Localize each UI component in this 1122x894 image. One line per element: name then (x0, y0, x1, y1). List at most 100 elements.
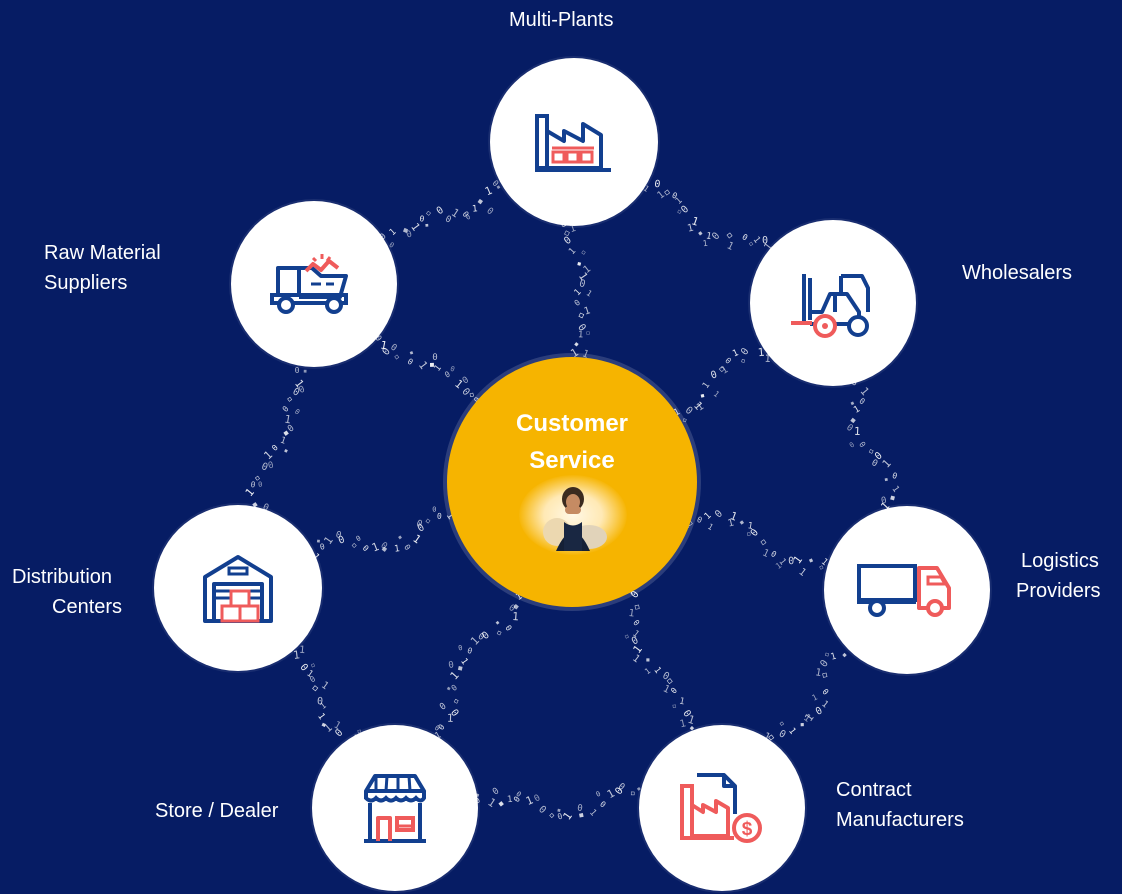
logistics-providers-node (824, 506, 990, 674)
data-glyph: 0 (654, 179, 661, 191)
data-glyph: ▫ (740, 356, 747, 366)
data-glyph: 1 (580, 348, 590, 360)
data-glyph: ▫ (630, 789, 635, 799)
data-glyph: 1 (719, 364, 730, 377)
data-glyph: 0 (630, 635, 641, 648)
data-glyph: 0 (443, 369, 452, 379)
data-glyph: 1 (727, 517, 736, 529)
data-glyph: 0 (616, 782, 626, 793)
data-glyph: 0 (749, 527, 761, 539)
label-raw-material-line2: Suppliers (44, 272, 128, 294)
data-glyph: ▫ (585, 328, 590, 337)
data-glyph: 0 (503, 623, 513, 632)
data-glyph: 1 (587, 808, 598, 819)
data-glyph: 0 (491, 178, 501, 188)
data-glyph: 0 (575, 322, 587, 333)
data-glyph: 1 (880, 457, 894, 471)
data-glyph: 0 (419, 214, 425, 223)
data-glyph: ▪ (303, 367, 307, 375)
data-glyph: 0 (281, 404, 291, 414)
data-glyph: 0 (319, 542, 325, 552)
warehouse-icon (203, 555, 273, 623)
data-glyph: ▫ (285, 394, 295, 405)
data-glyph: ▪ (474, 196, 486, 207)
data-glyph: ▫ (579, 247, 588, 257)
data-glyph: 0 (573, 298, 583, 308)
data-glyph: 0 (739, 346, 751, 357)
data-glyph: 1 (819, 699, 830, 710)
data-glyph: 0 (880, 496, 887, 507)
center-title-line1: Customer (515, 410, 629, 437)
data-glyph: 1 (747, 521, 754, 532)
data-glyph: ▪ (401, 224, 411, 236)
label-contract-line2: Manufacturers (836, 809, 964, 831)
store-dealer-node (312, 725, 478, 891)
data-glyph: ▪ (493, 618, 501, 627)
data-glyph: ▪ (847, 415, 859, 427)
data-glyph: 0 (669, 686, 679, 696)
data-glyph: ▪ (687, 723, 697, 733)
data-glyph: 1 (811, 692, 820, 702)
data-glyph: 0 (337, 534, 346, 546)
data-glyph: ▪ (883, 475, 889, 484)
multi-plants-node (490, 58, 658, 226)
wholesalers-node (750, 220, 916, 386)
data-glyph: 1 (319, 680, 330, 692)
data-glyph: 1 (830, 652, 838, 663)
data-glyph: 1 (524, 794, 535, 809)
data-glyph: ▪ (510, 601, 522, 613)
data-glyph: 0 (536, 804, 548, 816)
data-glyph: ▪ (396, 533, 404, 542)
data-glyph: 0 (444, 214, 453, 225)
label-store-dealer: Store / Dealer (155, 800, 279, 822)
data-glyph: 1 (585, 288, 594, 298)
data-glyph: 1 (889, 484, 900, 494)
data-glyph: ▪ (316, 537, 321, 545)
data-glyph: 0 (458, 644, 464, 653)
data-glyph: 0 (433, 724, 441, 733)
data-glyph: 0 (533, 793, 543, 804)
data-glyph: ▫ (423, 516, 434, 526)
label-logistics-line1: Logistics (1021, 550, 1099, 572)
label-logistics-line2: Providers (1016, 580, 1101, 602)
data-glyph: 0 (723, 356, 733, 366)
data-glyph: 1 (702, 239, 708, 249)
data-glyph: 1 (786, 726, 797, 736)
data-glyph: 1 (379, 338, 388, 352)
data-glyph: ▫ (632, 599, 641, 613)
data-glyph: 1 (728, 509, 739, 523)
data-glyph: ▫ (866, 446, 875, 457)
data-glyph: ▪ (456, 662, 464, 674)
data-glyph: ▪ (840, 650, 850, 660)
data-glyph: 1 (703, 511, 714, 522)
data-glyph: 0 (613, 786, 625, 797)
data-glyph: 0 (335, 530, 343, 541)
data-glyph: ▪ (577, 809, 585, 821)
data-glyph: 1 (679, 718, 687, 730)
data-glyph: 0 (476, 632, 486, 643)
data-glyph: 1 (370, 540, 381, 555)
data-glyph: 0 (261, 502, 270, 513)
data-glyph: 0 (449, 365, 456, 374)
data-glyph: 0 (820, 687, 830, 697)
data-glyph: 1 (774, 561, 783, 571)
data-glyph: 0 (844, 423, 854, 434)
data-glyph: 1 (332, 720, 343, 733)
data-glyph: ▪ (800, 720, 805, 729)
data-glyph: 0 (381, 346, 393, 358)
data-glyph: 1 (672, 407, 681, 418)
data-glyph: 0 (873, 450, 885, 462)
data-glyph: 0 (290, 386, 301, 399)
data-glyph: 1 (706, 522, 715, 532)
data-glyph: ▫ (675, 206, 684, 216)
data-glyph: 1 (514, 592, 524, 603)
data-glyph: 1 (655, 189, 667, 201)
data-glyph: 1 (819, 557, 830, 568)
data-glyph: 0 (814, 705, 824, 718)
data-glyph: 0 (710, 231, 722, 243)
raw-material-suppliers-node (231, 201, 397, 367)
data-glyph: ▫ (468, 390, 475, 401)
data-glyph: 0 (631, 618, 641, 628)
data-glyph: 1 (630, 629, 640, 640)
data-glyph: 1 (315, 712, 326, 722)
